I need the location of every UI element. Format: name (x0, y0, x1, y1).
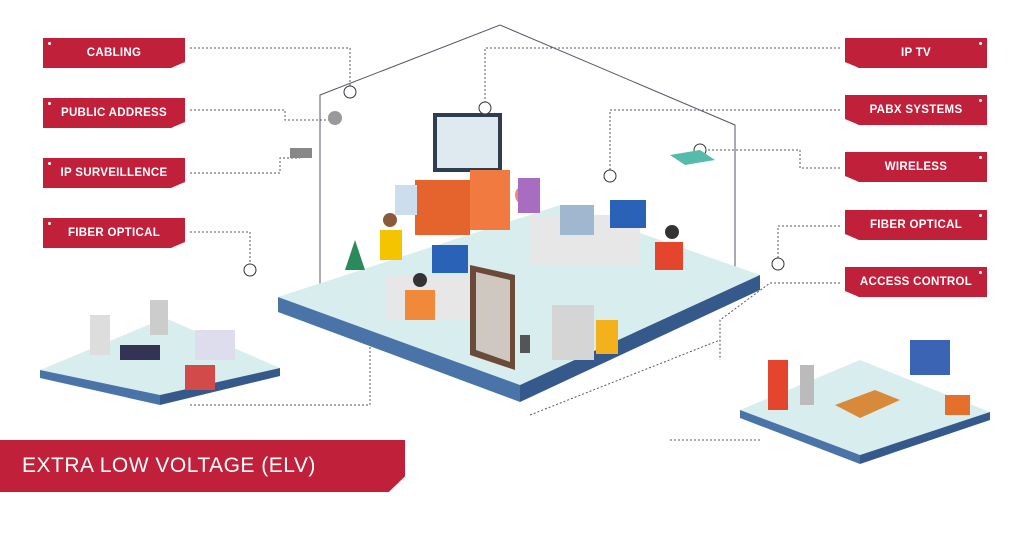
wireless-router-icon (670, 150, 715, 165)
camera-icon (290, 148, 312, 158)
house-outline (319, 24, 736, 290)
label-text: PABX SYSTEMS (869, 104, 963, 116)
main-floor (278, 205, 760, 402)
junction-circles (243, 85, 785, 277)
page-title: EXTRA LOW VOLTAGE (ELV) (22, 454, 316, 477)
label-text: PUBLIC ADDRESS (60, 107, 167, 119)
connector-lines (190, 47, 840, 441)
label-ip-tv: IP TV (845, 38, 987, 68)
label-text: IP TV (900, 47, 932, 59)
access-control-icon (520, 335, 530, 353)
label-text: FIBER OPTICAL (67, 227, 161, 239)
label-public-address: PUBLIC ADDRESS (43, 98, 185, 128)
title-banner: EXTRA LOW VOLTAGE (ELV) (0, 440, 405, 492)
label-text: FIBER OPTICAL (869, 219, 963, 231)
tv-screen (433, 113, 502, 172)
label-text: IP SURVEILLENCE (60, 167, 168, 179)
label-access-control: ACCESS CONTROL (845, 267, 987, 297)
label-fiber-optical-left: FIBER OPTICAL (43, 218, 185, 248)
label-wireless: WIRELESS (845, 152, 987, 182)
label-pabx-systems: PABX SYSTEMS (845, 95, 987, 125)
office-objects (90, 113, 970, 418)
speaker-icon (328, 111, 342, 125)
label-text: CABLING (86, 47, 142, 59)
label-text: ACCESS CONTROL (859, 276, 973, 288)
device-icons (290, 111, 715, 353)
label-fiber-optical-right: FIBER OPTICAL (845, 210, 987, 240)
label-text: WIRELESS (884, 161, 948, 173)
label-ip-surveillence: IP SURVEILLENCE (43, 158, 185, 188)
label-cabling: CABLING (43, 38, 185, 68)
